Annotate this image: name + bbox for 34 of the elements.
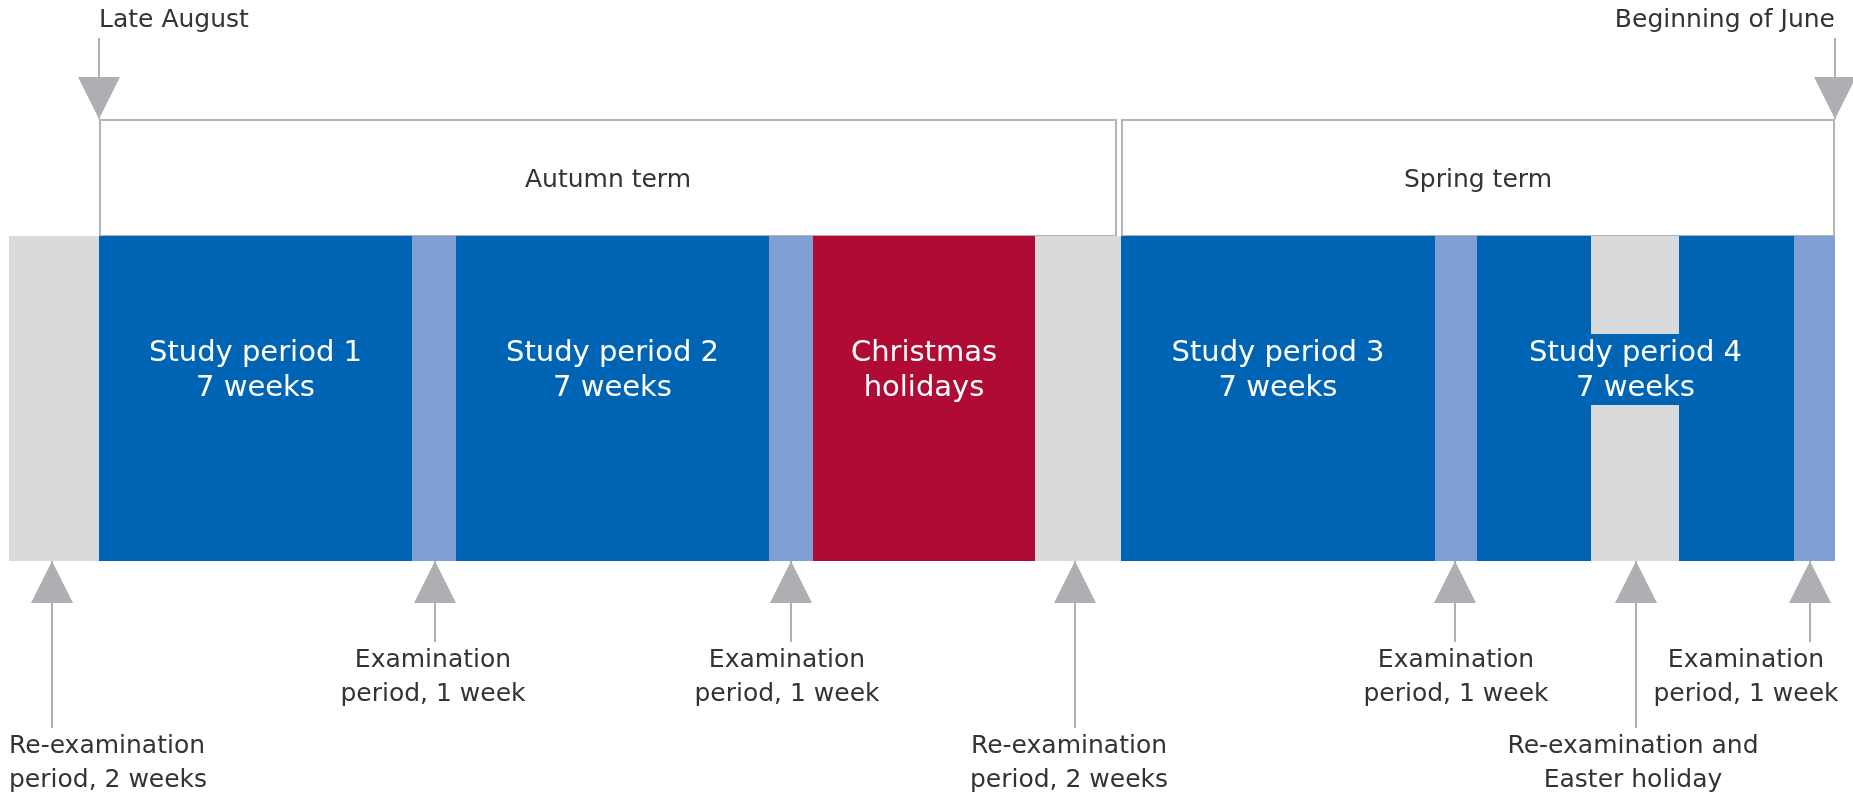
period-label: Examination period, 1 week bbox=[1652, 643, 1840, 709]
arrow bbox=[31, 560, 73, 729]
date-label: Late August bbox=[99, 3, 250, 35]
term-label: Autumn term bbox=[524, 163, 692, 193]
arrow bbox=[414, 560, 456, 643]
term-box bbox=[1121, 119, 1835, 237]
period-label: Re-examination and Easter holiday bbox=[1506, 729, 1760, 795]
exam-period-block bbox=[1794, 236, 1835, 561]
term-label: Spring term bbox=[1404, 163, 1552, 193]
arrow bbox=[1054, 560, 1096, 729]
date-label: Beginning of June bbox=[1613, 3, 1835, 35]
arrow bbox=[1789, 560, 1831, 643]
term-box bbox=[99, 119, 1117, 237]
study-period-block bbox=[99, 236, 412, 561]
arrow bbox=[1814, 37, 1853, 120]
study-period-block bbox=[1477, 236, 1794, 561]
re-exam-period-block bbox=[1035, 236, 1121, 561]
period-label: Re-examination period, 2 weeks bbox=[9, 729, 209, 795]
study-period-block bbox=[456, 236, 769, 561]
exam-period-block bbox=[769, 236, 813, 561]
arrow bbox=[770, 560, 812, 643]
period-label: Re-examination period, 2 weeks bbox=[968, 729, 1170, 795]
study-period-block bbox=[1121, 236, 1435, 561]
period-label: Examination period, 1 week bbox=[1362, 643, 1550, 709]
arrow bbox=[78, 37, 120, 120]
period-label: Examination period, 1 week bbox=[693, 643, 881, 709]
holiday-block bbox=[813, 236, 1035, 561]
arrow bbox=[1434, 560, 1476, 643]
exam-period-block bbox=[1435, 236, 1477, 561]
period-label: Examination period, 1 week bbox=[339, 643, 527, 709]
re-exam-period-block bbox=[1591, 405, 1679, 561]
re-exam-period-block bbox=[9, 236, 99, 561]
arrow bbox=[1615, 560, 1657, 729]
exam-period-block bbox=[412, 236, 456, 561]
